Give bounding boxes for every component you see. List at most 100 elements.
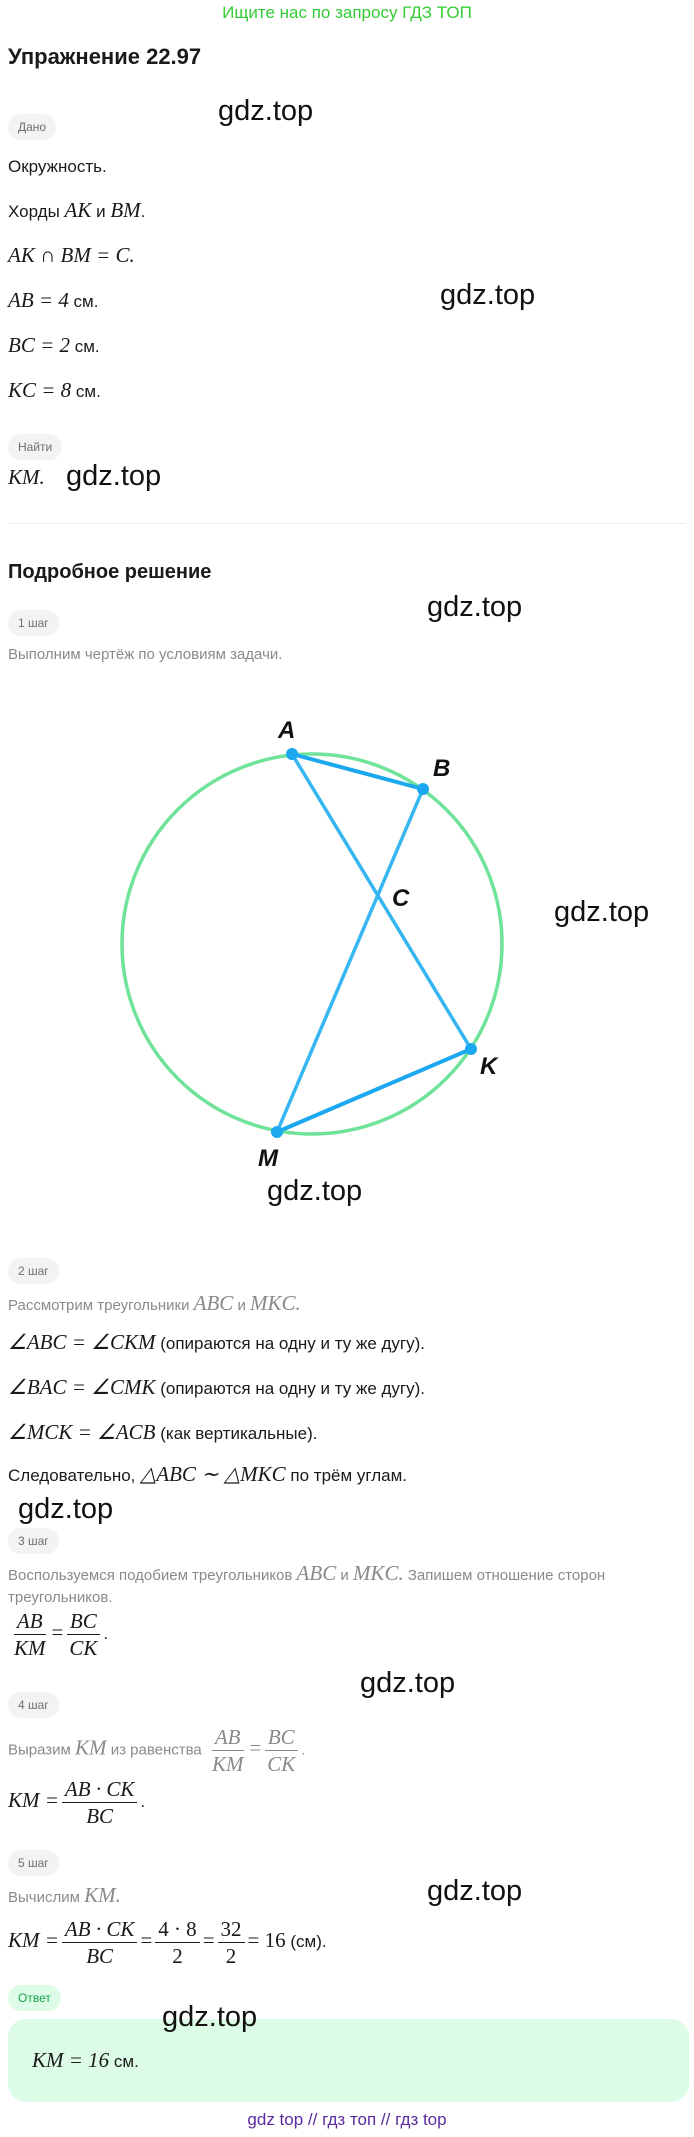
equals: = — [140, 1927, 153, 1952]
point-a — [286, 748, 298, 760]
math: KC = 8 — [8, 378, 72, 402]
numerator: AB · CK — [61, 1916, 138, 1943]
given-line: KC = 8 см. — [8, 378, 101, 404]
text: Выразим — [8, 1741, 76, 1759]
text: по трём углам. — [285, 1466, 408, 1485]
text: Воспользуемся подобием треугольников — [8, 1567, 297, 1584]
unit: (см). — [285, 1931, 327, 1951]
given-line: AK ∩ BM = C. — [8, 243, 135, 267]
text: (как вертикальные). — [155, 1424, 318, 1443]
denominator: KM — [14, 1636, 46, 1660]
conclusion-line: Следовательно, △ABC ∼ △MKC по трём углам… — [8, 1462, 407, 1488]
math: BC = 2 — [8, 333, 71, 357]
given-line: BC = 2 см. — [8, 333, 100, 359]
step-badge: 4 шаг — [8, 1692, 59, 1718]
page-title: Упражнение 22.97 — [8, 44, 202, 69]
equation-line: ∠BAC = ∠CMK (опираются на одну и ту же д… — [8, 1375, 425, 1401]
footer-links[interactable]: gdz top // гдз топ // гдз top — [247, 2110, 447, 2129]
math: KM = — [8, 1927, 59, 1952]
chord-bm — [275, 788, 425, 1133]
text: Следовательно, — [8, 1466, 141, 1485]
given-line: Хорды AK и BM. — [8, 198, 145, 224]
label-m: M — [258, 1145, 279, 1172]
math: KM. — [84, 1883, 121, 1907]
period: . — [301, 1741, 306, 1759]
step-badge: 5 шаг — [8, 1850, 59, 1876]
watermark: gdz.top — [360, 1667, 456, 1699]
text: Запишем отношение сторон — [403, 1567, 606, 1584]
step-text: Воспользуемся подобием треугольников ABC… — [8, 1561, 605, 1588]
step-text: треугольников. — [8, 1589, 113, 1606]
geometry-diagram: A B C K M — [120, 717, 504, 1172]
search-hint-banner[interactable]: Ищите нас по запросу ГДЗ ТОП — [222, 3, 472, 22]
unit: см. — [70, 337, 100, 356]
step-badge: 3 шаг — [8, 1528, 59, 1554]
numerator: AB — [211, 1724, 244, 1751]
label-b: B — [433, 755, 450, 782]
denominator: 2 — [225, 1944, 237, 1968]
watermark: gdz.top — [66, 460, 162, 492]
math: △ABC ∼ △MKC — [140, 1462, 286, 1486]
denominator: 2 — [172, 1944, 183, 1968]
denominator: CK — [267, 1752, 296, 1776]
divider — [8, 523, 686, 524]
step-text: Выполним чертёж по условиям задачи. — [8, 646, 283, 663]
circle — [120, 752, 504, 1136]
math: MKC. — [250, 1291, 301, 1315]
numerator: AB · CK — [61, 1776, 138, 1803]
label-c: C — [392, 885, 410, 912]
numerator: BC — [66, 1608, 100, 1635]
equals: = — [249, 1735, 262, 1760]
solution-title: Подробное решение — [8, 561, 212, 583]
answer-box — [8, 2019, 689, 2102]
chord-ak — [290, 753, 473, 1050]
numerator: 4 · 8 — [155, 1916, 200, 1943]
text: из равенства — [106, 1741, 206, 1759]
math: AK — [64, 198, 92, 222]
numerator: 32 — [217, 1916, 245, 1943]
step-text: Вычислим KM. — [8, 1883, 121, 1910]
math: KM = 16 — [32, 2048, 110, 2072]
answer-value: KM = 16 см. — [32, 2048, 139, 2074]
find-value: KM. — [8, 465, 45, 489]
point-k — [465, 1043, 477, 1055]
watermark: gdz.top — [267, 1175, 363, 1207]
watermark: gdz.top — [427, 591, 523, 623]
segment-ab — [291, 752, 424, 791]
text: Вычислим — [8, 1889, 85, 1906]
denominator: BC — [86, 1804, 114, 1828]
given-line: AB = 4 см. — [8, 288, 98, 314]
label-k: K — [480, 1053, 499, 1080]
point-b — [417, 783, 429, 795]
step-text: Рассмотрим треугольники ABC и MKC. — [8, 1291, 301, 1318]
text: Хорды — [8, 202, 65, 221]
watermark: gdz.top — [162, 2001, 258, 2033]
math: KM — [75, 1735, 107, 1760]
answer-badge: Ответ — [8, 1985, 61, 2011]
equation-line: ∠ABC = ∠CKM (опираются на одну и ту же д… — [8, 1330, 425, 1356]
equals: = — [51, 1619, 64, 1644]
watermark: gdz.top — [440, 279, 536, 311]
given-badge: Дано — [8, 114, 57, 140]
unit: см. — [109, 2052, 139, 2071]
math: AB = 4 — [8, 288, 69, 312]
denominator: KM — [211, 1752, 244, 1776]
text: и — [336, 1567, 353, 1584]
point-m — [271, 1126, 283, 1138]
denominator: BC — [86, 1944, 114, 1968]
text: . — [140, 202, 146, 221]
find-badge: Найти — [8, 434, 63, 460]
watermark: gdz.top — [18, 1493, 114, 1525]
watermark: gdz.top — [218, 95, 314, 127]
math: ∠MCK = ∠ACB — [8, 1420, 156, 1444]
label-a: A — [277, 717, 295, 744]
equals: = — [202, 1927, 215, 1952]
